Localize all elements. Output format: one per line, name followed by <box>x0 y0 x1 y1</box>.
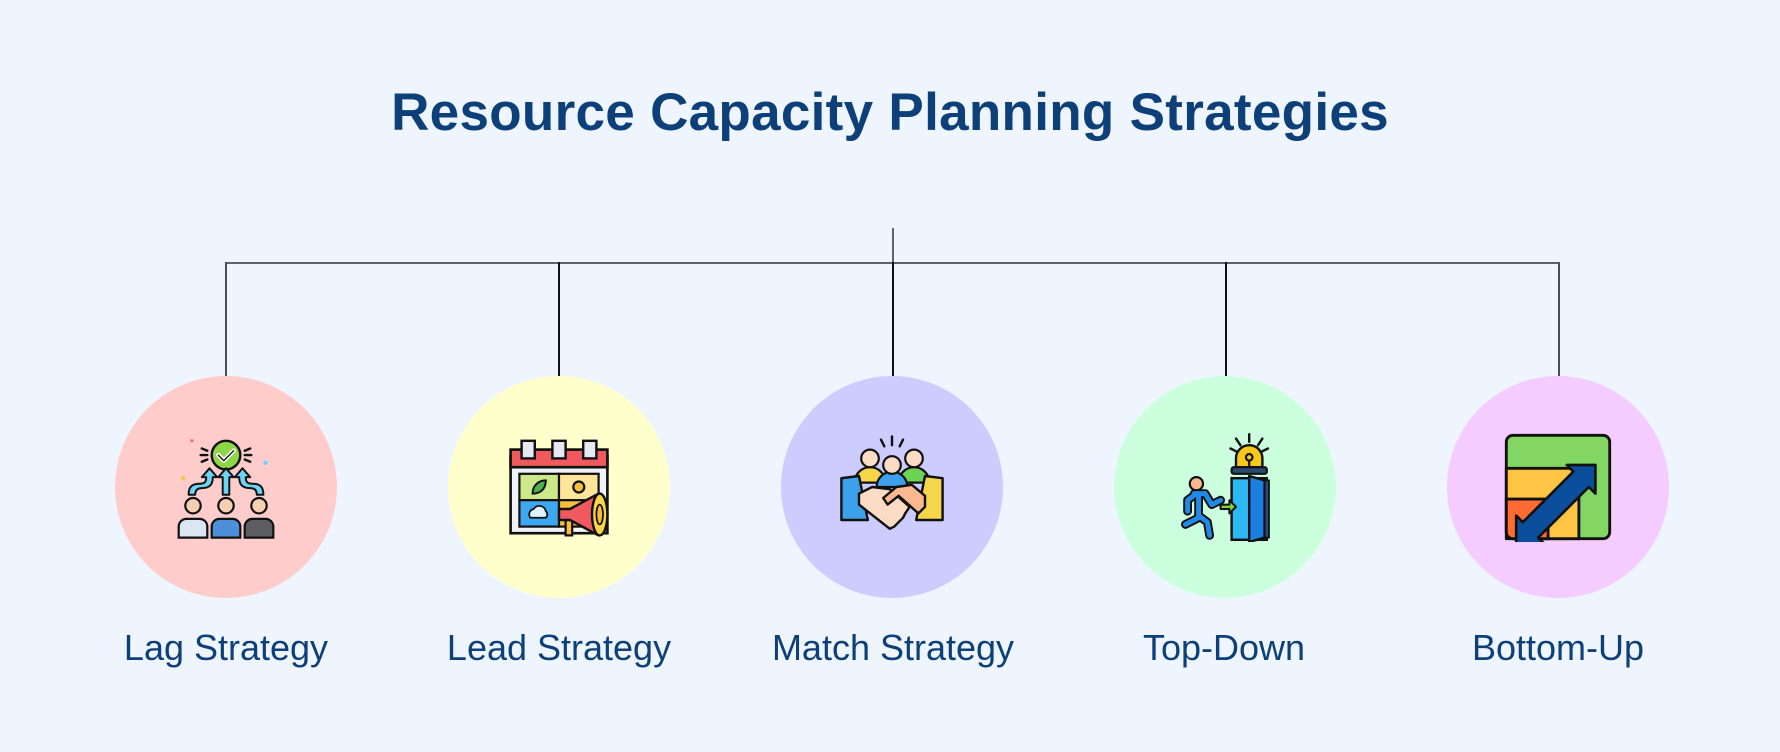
team-goal-icon <box>177 439 275 539</box>
label-lead-strategy: Lead Strategy <box>446 627 672 668</box>
label-match-strategy: Match Strategy <box>771 627 1015 668</box>
drop-line-lag <box>225 262 227 376</box>
emergency-exit-icon <box>1181 432 1270 542</box>
page-title: Resource Capacity Planning Strategies <box>391 83 1389 142</box>
calendar-megaphone-icon <box>509 439 609 537</box>
root-stem <box>892 228 894 263</box>
drop-line-match <box>892 262 894 376</box>
team-handshake-icon <box>840 435 944 531</box>
node-match-strategy <box>781 376 1003 598</box>
node-lead-strategy <box>448 376 670 598</box>
node-top-down <box>1114 376 1336 598</box>
label-bottom-up: Bottom-Up <box>1471 627 1645 668</box>
drop-line-top-down <box>1225 262 1227 376</box>
drop-line-bottom-up <box>1558 262 1560 376</box>
node-bottom-up <box>1447 376 1669 598</box>
label-top-down: Top-Down <box>1142 627 1306 668</box>
node-lag-strategy <box>115 376 337 598</box>
label-lag-strategy: Lag Strategy <box>123 627 329 668</box>
drop-line-lead <box>558 262 560 376</box>
scale-up-chart-icon <box>1504 433 1612 542</box>
